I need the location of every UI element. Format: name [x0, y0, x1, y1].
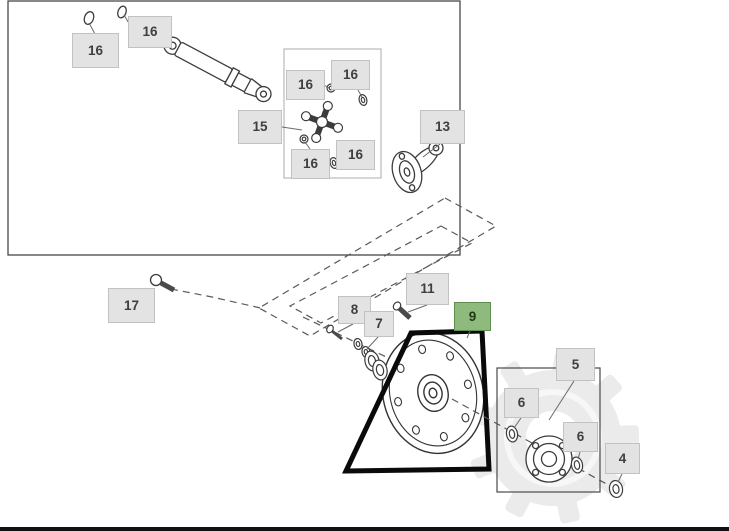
snap-ring-drawing-2 — [117, 5, 127, 19]
hub-axis-dashed-line — [451, 398, 613, 488]
flange-yoke-drawing — [391, 140, 444, 194]
ujoint-kit-box — [283, 48, 382, 179]
cross-journal-drawing — [300, 100, 344, 144]
bolt-drawing-17 — [149, 273, 176, 293]
leader-lines — [88, 14, 623, 483]
part-label-5[interactable]: 5 — [556, 348, 595, 381]
part-label-7[interactable]: 7 — [364, 311, 394, 337]
part-label-11[interactable]: 11 — [406, 273, 449, 305]
snap-ring-drawing-1 — [83, 11, 95, 25]
hub-drawing-5 — [525, 435, 573, 483]
seal-ring-drawings — [364, 350, 388, 381]
pin-drawing-11 — [392, 301, 412, 320]
part-label-8[interactable]: 8 — [338, 296, 371, 324]
hub-plate-drawing-9[interactable] — [370, 322, 497, 465]
washer-drawing-4 — [608, 479, 624, 499]
part-label-16-5[interactable]: 16 — [291, 149, 330, 179]
part-label-16-4[interactable]: 16 — [331, 60, 370, 90]
part-label-16-3[interactable]: 16 — [286, 70, 325, 100]
part-label-17[interactable]: 17 — [108, 288, 155, 323]
hub-group-box — [496, 367, 601, 493]
ring-drawing-6b — [570, 456, 584, 474]
part-label-15[interactable]: 15 — [238, 110, 282, 144]
part-label-6-1[interactable]: 6 — [504, 388, 539, 418]
part-label-4[interactable]: 4 — [605, 443, 640, 474]
assembly-dashed-lines — [170, 197, 498, 379]
part-label-16-2[interactable]: 16 — [128, 16, 172, 48]
part-label-13[interactable]: 13 — [420, 110, 465, 144]
part-label-6-2[interactable]: 6 — [563, 422, 598, 452]
bolt-drawing-8 — [326, 324, 343, 341]
bottom-border — [0, 527, 729, 531]
selected-part-outline — [342, 328, 492, 474]
ring-drawing-6a — [505, 425, 519, 443]
part-label-9[interactable]: 9 — [454, 302, 491, 331]
part-label-16-6[interactable]: 16 — [336, 140, 375, 170]
driveshaft-drawing — [163, 36, 272, 103]
part-label-16-1[interactable]: 16 — [72, 33, 119, 68]
